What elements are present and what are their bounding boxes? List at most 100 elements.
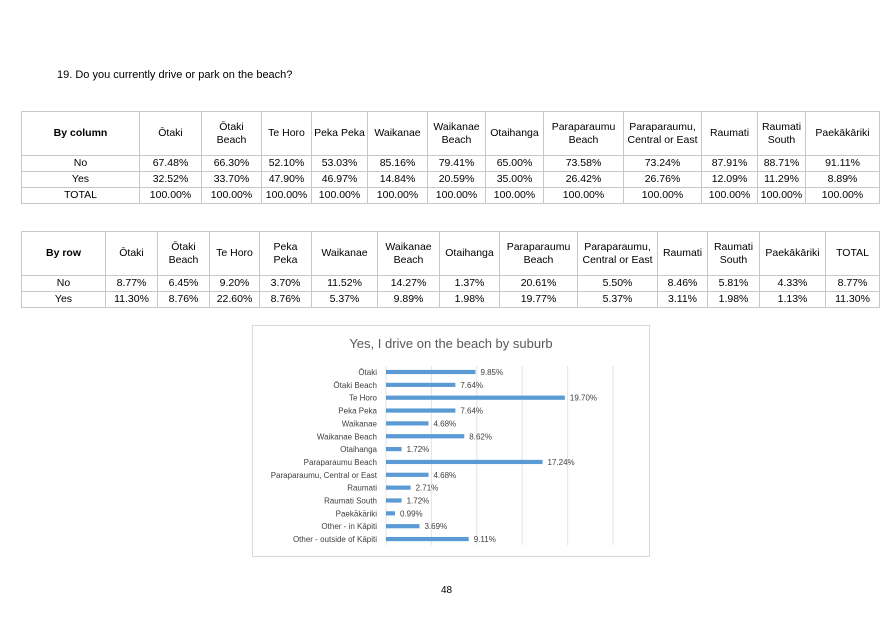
data-label: 1.72% xyxy=(407,445,430,454)
category-label: Raumati xyxy=(347,484,377,493)
table-cell: 11.52% xyxy=(311,275,378,292)
data-label: 1.72% xyxy=(407,497,430,506)
table-header-cell: Ōtaki xyxy=(105,231,158,276)
bar xyxy=(386,498,402,503)
bar xyxy=(386,395,565,400)
row-label: Yes xyxy=(21,171,140,188)
table-cell: 20.61% xyxy=(499,275,578,292)
table-header-cell: Waikanae xyxy=(367,111,428,156)
table-cell: 11.29% xyxy=(757,171,806,188)
table-header-cell: Paraparaumu, Central or East xyxy=(577,231,658,276)
table-cell: 9.89% xyxy=(377,291,440,308)
category-label: Ōtaki Beach xyxy=(333,381,377,390)
table-cell: 8.46% xyxy=(657,275,708,292)
page-number: 48 xyxy=(440,585,453,596)
category-label: Waikanae xyxy=(342,419,378,428)
table-cell: 73.24% xyxy=(623,155,702,172)
table-cell: 53.03% xyxy=(311,155,368,172)
table-cell: 5.37% xyxy=(311,291,378,308)
data-label: 3.69% xyxy=(425,522,448,531)
bar xyxy=(386,447,402,452)
table-cell: 6.45% xyxy=(157,275,210,292)
table-header-cell: Te Horo xyxy=(261,111,312,156)
bar xyxy=(386,382,456,387)
table-cell: 12.09% xyxy=(701,171,758,188)
table-cell: 100.00% xyxy=(543,187,624,204)
bar xyxy=(386,434,465,439)
table-cell: 67.48% xyxy=(139,155,202,172)
table-cell: 100.00% xyxy=(139,187,202,204)
data-label: 4.68% xyxy=(433,419,456,428)
category-label: Waikanae Beach xyxy=(317,432,377,441)
table-header-cell: Waikanae Beach xyxy=(427,111,486,156)
table-header-cell: Otaihanga xyxy=(485,111,544,156)
table-cell: 100.00% xyxy=(261,187,312,204)
data-label: 7.64% xyxy=(460,381,483,390)
table-header-cell: Raumati South xyxy=(707,231,760,276)
table-header-cell: Peka Peka xyxy=(259,231,312,276)
table-header-cell: Waikanae Beach xyxy=(377,231,440,276)
table-cell: 5.81% xyxy=(707,275,760,292)
table-header-cell: TOTAL xyxy=(825,231,880,276)
bar xyxy=(386,369,476,375)
table-header-cell: By column xyxy=(21,111,140,156)
category-label: Raumati South xyxy=(324,497,377,506)
table-cell: 11.30% xyxy=(825,291,880,308)
table-cell: 73.58% xyxy=(543,155,624,172)
data-label: 8.62% xyxy=(469,432,492,441)
table-cell: 100.00% xyxy=(701,187,758,204)
row-label: No xyxy=(21,155,140,172)
bar xyxy=(386,511,395,516)
data-label: 9.11% xyxy=(474,535,496,544)
chart-title: Yes, I drive on the beach by suburb xyxy=(349,336,552,351)
table-header-cell: Paraparaumu Beach xyxy=(499,231,578,276)
table-cell: 35.00% xyxy=(485,171,544,188)
table-cell: 88.71% xyxy=(757,155,806,172)
table-cell: 11.30% xyxy=(105,291,158,308)
category-label: Ōtaki xyxy=(358,368,377,377)
table-cell: 100.00% xyxy=(805,187,880,204)
table-cell: 26.76% xyxy=(623,171,702,188)
data-label: 7.64% xyxy=(460,407,483,416)
category-label: Otaihanga xyxy=(340,445,377,454)
row-label: No xyxy=(21,275,106,292)
table-cell: 87.91% xyxy=(701,155,758,172)
table-cell: 1.37% xyxy=(439,275,500,292)
table-header-cell: Paraparaumu Beach xyxy=(543,111,624,156)
table-cell: 91.11% xyxy=(805,155,880,172)
table-cell: 52.10% xyxy=(261,155,312,172)
table-cell: 32.52% xyxy=(139,171,202,188)
category-label: Paraparaumu, Central or East xyxy=(271,471,378,480)
category-label: Paekākāriki xyxy=(336,509,378,518)
table-header-cell: Ōtaki xyxy=(139,111,202,156)
table-cell: 1.98% xyxy=(707,291,760,308)
table-cell: 65.00% xyxy=(485,155,544,172)
bar xyxy=(386,485,411,490)
table-cell: 8.77% xyxy=(825,275,880,292)
table-header-cell: Ōtaki Beach xyxy=(201,111,262,156)
data-label: 2.71% xyxy=(416,484,439,493)
table-header-cell: Ōtaki Beach xyxy=(157,231,210,276)
row-label: Yes xyxy=(21,291,106,308)
data-label: 4.68% xyxy=(433,471,456,480)
table-cell: 1.98% xyxy=(439,291,500,308)
table-cell: 9.20% xyxy=(209,275,260,292)
table-cell: 100.00% xyxy=(311,187,368,204)
table-cell: 5.50% xyxy=(577,275,658,292)
table-cell: 100.00% xyxy=(367,187,428,204)
category-label: Other - outside of Kāpiti xyxy=(293,535,377,544)
table-header-cell: Raumati xyxy=(701,111,758,156)
table-cell: 8.89% xyxy=(805,171,880,188)
table-cell: 66.30% xyxy=(201,155,262,172)
table-header-cell: Waikanae xyxy=(311,231,378,276)
table-header-cell: Raumati xyxy=(657,231,708,276)
category-label: Other - in Kāpiti xyxy=(321,522,377,531)
table-cell: 5.37% xyxy=(577,291,658,308)
